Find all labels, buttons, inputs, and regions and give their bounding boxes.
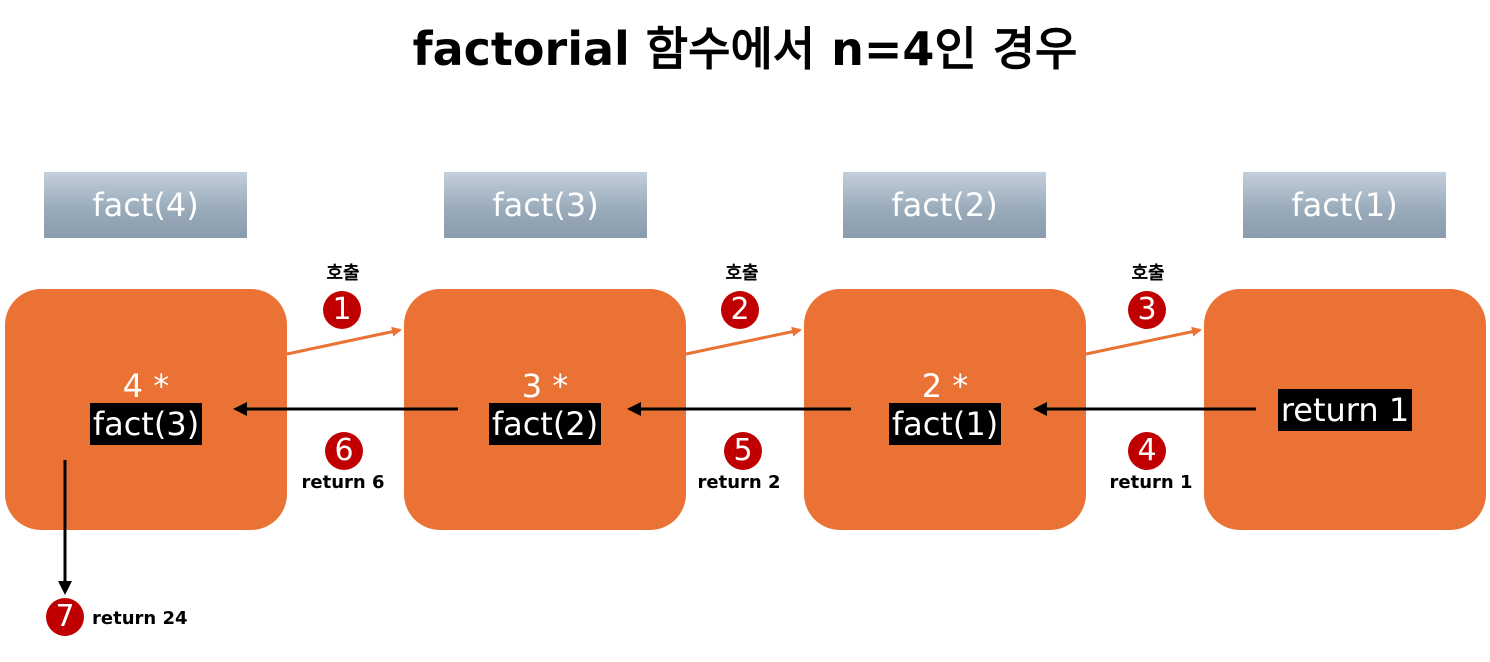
node-fact4: 4 * fact(3) bbox=[5, 289, 287, 530]
return-label-6: return 6 bbox=[301, 472, 385, 493]
node-fact4-call: fact(3) bbox=[89, 403, 203, 445]
step-circle-3: 3 bbox=[1128, 291, 1166, 329]
label-fact2: fact(2) bbox=[843, 172, 1046, 238]
label-fact1: fact(1) bbox=[1243, 172, 1446, 238]
node-fact3-multiplier: 3 * bbox=[521, 367, 569, 405]
step-circle-4: 4 bbox=[1128, 432, 1166, 470]
step-circle-6: 6 bbox=[325, 432, 363, 470]
node-fact1-return: return 1 bbox=[1277, 389, 1413, 431]
node-fact2-call: fact(1) bbox=[888, 403, 1002, 445]
call-label-1: 호출 bbox=[326, 263, 360, 284]
node-fact2-multiplier: 2 * bbox=[921, 367, 969, 405]
node-fact1: return 1 bbox=[1204, 289, 1486, 530]
final-return-label: return 24 bbox=[92, 608, 188, 629]
node-fact4-multiplier: 4 * bbox=[122, 367, 170, 405]
call-label-3: 호출 bbox=[1131, 263, 1165, 284]
label-fact3: fact(3) bbox=[444, 172, 647, 238]
call-arrow-3 bbox=[1085, 326, 1202, 356]
node-fact2: 2 * fact(1) bbox=[804, 289, 1086, 530]
page-title: factorial 함수에서 n=4인 경우 bbox=[412, 22, 1078, 76]
return-label-5: return 2 bbox=[697, 472, 781, 493]
call-label-2: 호출 bbox=[725, 263, 759, 284]
step-circle-7: 7 bbox=[46, 598, 84, 636]
node-fact3: 3 * fact(2) bbox=[404, 289, 686, 530]
label-fact4: fact(4) bbox=[44, 172, 247, 238]
node-fact3-call: fact(2) bbox=[488, 403, 602, 445]
step-circle-5: 5 bbox=[724, 432, 762, 470]
step-circle-2: 2 bbox=[721, 291, 759, 329]
step-circle-1: 1 bbox=[323, 291, 361, 329]
call-arrow-1 bbox=[286, 326, 402, 356]
return-label-4: return 1 bbox=[1109, 472, 1193, 493]
call-arrow-2 bbox=[685, 326, 802, 356]
